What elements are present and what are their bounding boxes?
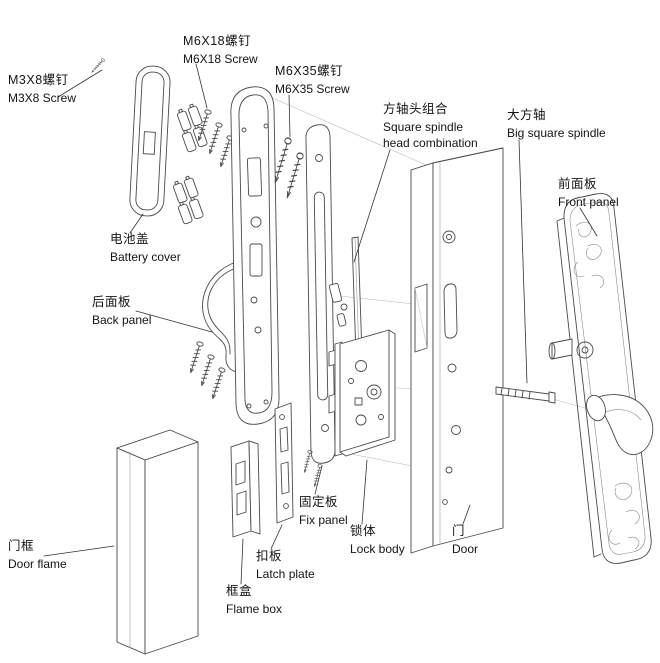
frame-box-drawing: [230, 440, 261, 538]
label-en: M6X18 Screw: [183, 51, 258, 66]
m6x35-screws-drawing: [271, 136, 305, 200]
label-zh: 框盒: [226, 584, 253, 598]
lock-body-label: 锁体 Lock body: [350, 523, 405, 557]
label-en: M3X8 Screw: [8, 90, 77, 105]
label-en: Back panel: [92, 312, 152, 327]
front-panel-label: 前面板 Front panel: [558, 176, 619, 210]
door-frame-label: 门框 Door flame: [8, 538, 67, 572]
label-zh: 前面板: [558, 177, 598, 191]
label-zh: 固定板: [299, 495, 339, 509]
label-zh: 门框: [8, 539, 35, 553]
label-zh: 大方轴: [507, 108, 547, 122]
door-handle-drawing: [595, 394, 654, 455]
back-panel-label: 后面板 Back panel: [92, 294, 151, 328]
label-zh: 锁体: [350, 524, 377, 538]
door-label: 门 Door: [452, 523, 478, 557]
engraving-ornament-top: [573, 222, 604, 289]
square-spindle-head-label: 方轴头组合 Square spindle head combination: [383, 101, 478, 152]
fix-panel-drawing: [302, 124, 336, 488]
label-en: Door: [452, 541, 479, 556]
label-zh: 方轴头组合: [383, 102, 449, 116]
lock-body-drawing: [328, 329, 396, 457]
battery-cover-label: 电池盖 Battery cover: [110, 231, 181, 265]
label-zh: M3X8螺钉: [8, 73, 69, 87]
battery-cover-drawing: [129, 65, 171, 217]
big-square-spindle-drawing: [495, 386, 556, 404]
label-zh: M6X18螺钉: [183, 34, 252, 48]
leader-lines: [43, 63, 598, 585]
latch-plate-drawing: [274, 402, 294, 524]
m6x35-screw-label: M6X35螺钉 M6X35 Screw: [275, 63, 350, 97]
label-zh: 后面板: [92, 295, 132, 309]
label-zh: 电池盖: [110, 232, 150, 246]
latch-plate-label: 扣板 Latch plate: [256, 548, 315, 582]
label-en: Square spindle head combination: [383, 119, 478, 151]
m6x18-screws-drawing: [187, 108, 235, 400]
label-zh: 扣板: [256, 549, 283, 563]
label-zh: 门: [452, 524, 466, 538]
m3x8-screw-label: M3X8螺钉 M3X8 Screw: [8, 72, 76, 106]
label-en: Door flame: [8, 556, 67, 571]
m3x8-screw-drawing: [90, 57, 106, 74]
front-panel-drawing: [548, 193, 654, 564]
label-en: Flame box: [226, 601, 283, 616]
label-en: Big square spindle: [507, 125, 606, 140]
door-drawing: [410, 147, 504, 554]
frame-box-label: 框盒 Flame box: [226, 583, 282, 617]
label-en: M6X35 Screw: [275, 81, 350, 96]
label-en: Front panel: [558, 194, 619, 209]
label-en: Battery cover: [110, 249, 181, 264]
spindle-head-combination-drawing: [328, 283, 348, 327]
big-square-spindle-label: 大方轴 Big square spindle: [507, 107, 606, 141]
label-en: Fix panel: [299, 512, 348, 527]
label-en: Lock body: [350, 541, 405, 556]
door-frame-drawing: [116, 429, 199, 655]
lock-cylinder-drawing: [551, 338, 573, 360]
m6x18-screw-label: M6X18螺钉 M6X18 Screw: [183, 33, 258, 67]
back-panel-drawing: [202, 86, 280, 425]
label-zh: M6X35螺钉: [275, 64, 344, 78]
battery-group-bottom: [171, 174, 205, 225]
label-en: Latch plate: [256, 566, 315, 581]
fix-panel-label: 固定板 Fix panel: [299, 494, 348, 528]
